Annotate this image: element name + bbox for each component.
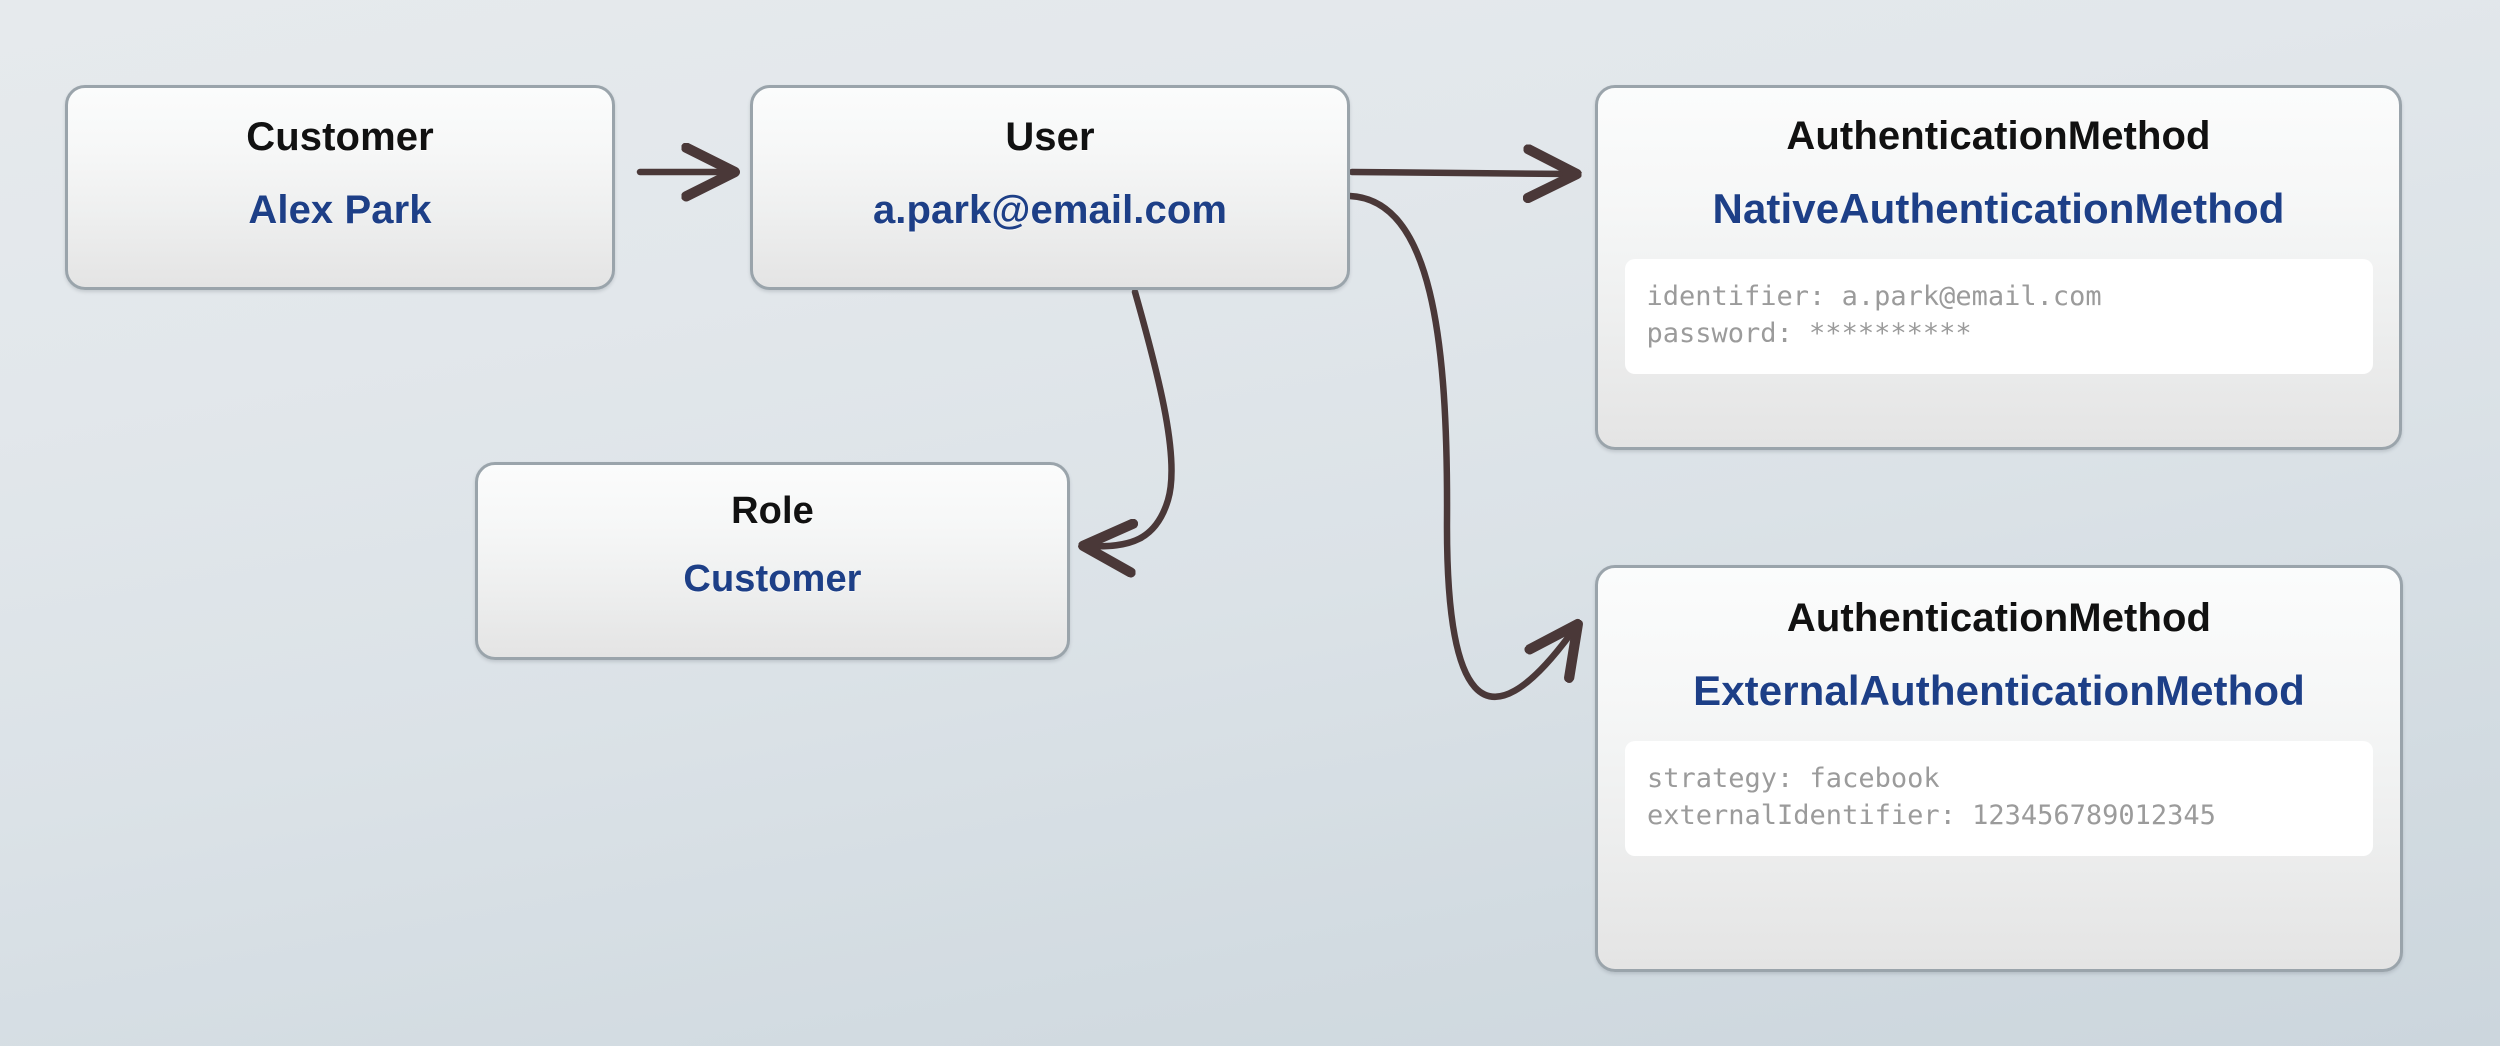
node-external-authentication-method[interactable]: AuthenticationMethod ExternalAuthenticat… (1595, 565, 2403, 972)
native-auth-attribute-password: password: ********** (1646, 317, 1972, 349)
node-role-name: Customer (683, 558, 862, 600)
external-auth-attribute-panel: strategy: facebook externalIdentifier: 1… (1625, 741, 2373, 857)
node-native-authentication-method[interactable]: AuthenticationMethod NativeAuthenticatio… (1595, 85, 2402, 450)
node-external-auth-type: AuthenticationMethod (1786, 596, 2212, 640)
node-native-auth-name: NativeAuthenticationMethod (1712, 185, 2285, 232)
node-native-auth-type: AuthenticationMethod (1786, 114, 2211, 158)
native-auth-attribute-panel: identifier: a.park@email.com password: *… (1624, 259, 2373, 375)
node-customer-type: Customer (246, 115, 434, 159)
external-auth-attribute-strategy: strategy: facebook (1647, 763, 1940, 794)
node-role[interactable]: Role Customer (475, 462, 1070, 660)
node-role-type: Role (731, 490, 814, 532)
node-customer[interactable]: Customer Alex Park (65, 85, 615, 290)
node-external-auth-name: ExternalAuthenticationMethod (1693, 667, 2305, 714)
node-user-type: User (1005, 115, 1095, 159)
edge-user-to-external-auth (1346, 192, 1575, 700)
node-user-name: a.park@email.com (872, 188, 1228, 232)
native-auth-attribute-identifier: identifier: a.park@email.com (1646, 281, 2102, 312)
external-auth-attribute-external-identifier: externalIdentifier: 123456789012345 (1647, 799, 2216, 831)
edge-user-to-role (1088, 288, 1175, 546)
node-user[interactable]: User a.park@email.com (750, 85, 1350, 290)
node-customer-name: Alex Park (248, 188, 432, 232)
edge-user-to-native-auth (1348, 172, 1572, 174)
